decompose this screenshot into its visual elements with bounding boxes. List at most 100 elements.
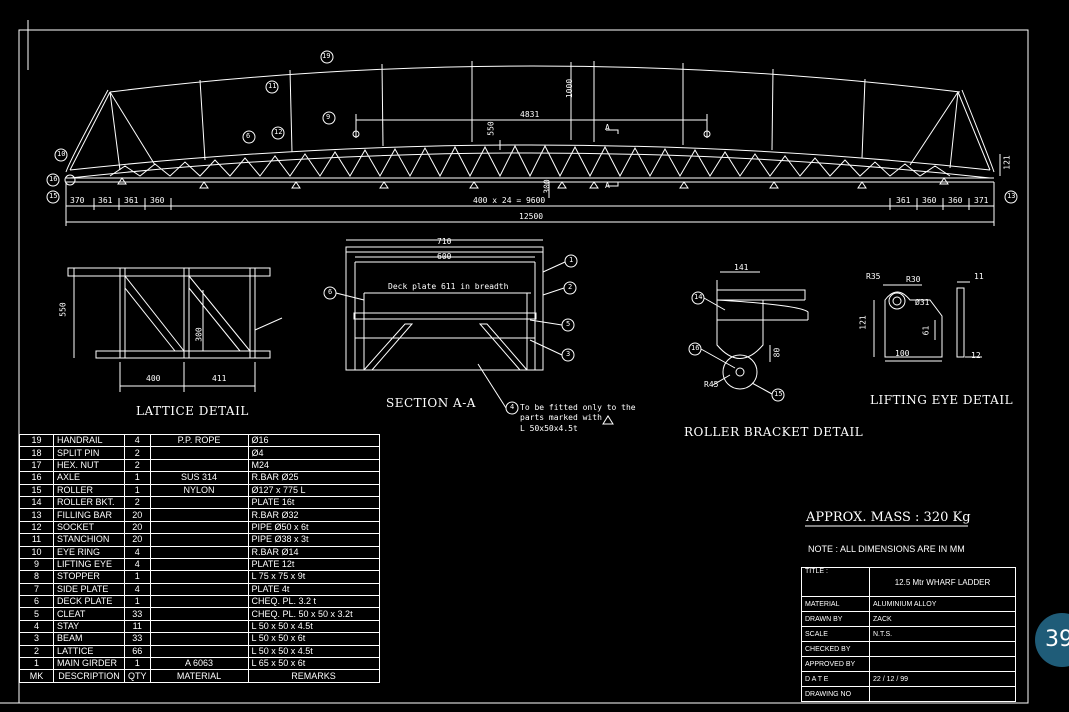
bom-cell: 11 bbox=[124, 619, 151, 634]
bom-cell: STANCHION bbox=[53, 533, 125, 547]
bom-cell: CLEAT bbox=[53, 607, 125, 621]
dim-361: 361 bbox=[896, 196, 911, 205]
bom-header-cell: QTY bbox=[124, 669, 151, 683]
bom-cell: PIPE Ø38 x 3t bbox=[247, 533, 380, 547]
bom-cell bbox=[149, 595, 249, 609]
bom-cell: AXLE bbox=[53, 471, 125, 485]
bom-cell: 20 bbox=[124, 508, 151, 522]
bom-header-cell: DESCRIPTION bbox=[53, 669, 125, 683]
balloon-14: 14 bbox=[694, 293, 703, 301]
title-block-value bbox=[869, 686, 1016, 702]
bom-cell bbox=[149, 533, 249, 547]
bom-cell bbox=[149, 458, 249, 473]
lattice-dim-411: 411 bbox=[212, 374, 227, 383]
lattice-title: LATTICE DETAIL bbox=[136, 404, 249, 418]
fit-note-3: L 50x50x4.5t bbox=[520, 424, 578, 433]
bom-cell: ROLLER bbox=[53, 483, 125, 497]
bom-cell: L 50 x 50 x 4.5t bbox=[247, 619, 380, 634]
lattice-detail bbox=[67, 267, 283, 392]
lift-12: 12 bbox=[971, 351, 981, 360]
title-label: TITLE : bbox=[801, 567, 870, 597]
bom-cell: 4 bbox=[124, 433, 151, 448]
title-block-label: DRAWING NO bbox=[801, 686, 870, 702]
bom-cell: 1 bbox=[19, 657, 54, 671]
title-block-label: D A T E bbox=[801, 671, 870, 687]
bom-cell: 33 bbox=[124, 632, 151, 646]
section-title: SECTION A-A bbox=[386, 396, 476, 410]
dim-4831: 4831 bbox=[520, 110, 540, 119]
bom-cell: FILLING BAR bbox=[53, 508, 125, 522]
title-block-value bbox=[869, 641, 1016, 657]
bom-cell: STOPPER bbox=[53, 570, 125, 584]
fit-note-1: To be fitted only to the bbox=[520, 403, 636, 412]
bom-cell: BEAM bbox=[53, 632, 125, 646]
lift-100: 100 bbox=[895, 349, 910, 358]
bom-cell: LATTICE bbox=[53, 644, 125, 659]
elevation-balloons bbox=[46, 50, 1018, 204]
balloon-13: 13 bbox=[1007, 192, 1016, 200]
bom-cell: SPLIT PIN bbox=[53, 446, 125, 460]
bom-cell: PLATE 4t bbox=[247, 582, 380, 597]
section-dim-600: 600 bbox=[437, 252, 452, 261]
bom-cell: Ø127 x 775 L bbox=[247, 483, 380, 497]
balloon-10: 10 bbox=[57, 150, 66, 158]
deck-note: Deck plate 611 in breadth bbox=[388, 282, 509, 291]
section-mark-bottom: A bbox=[605, 181, 610, 190]
bom-cell: MAIN GIRDER bbox=[53, 657, 125, 671]
roller-dim-80: 80 bbox=[772, 347, 782, 358]
balloon-9: 9 bbox=[326, 113, 331, 121]
bom-cell bbox=[149, 570, 249, 584]
approx-mass: APPROX. MASS : 320 Kg bbox=[806, 510, 971, 525]
bom-cell: 66 bbox=[124, 644, 151, 659]
balloon-2: 2 bbox=[568, 283, 573, 291]
drawing-border bbox=[18, 29, 1029, 704]
balloon-16: 16 bbox=[49, 175, 58, 183]
bom-cell: 18 bbox=[19, 446, 54, 460]
bom-cell: HANDRAIL bbox=[53, 433, 125, 448]
title-block-value bbox=[869, 656, 1016, 672]
bom-cell: A 6063 bbox=[149, 657, 249, 671]
ladder-elevation bbox=[64, 61, 1001, 226]
bom-cell: HEX. NUT bbox=[53, 458, 125, 473]
lift-r30: R30 bbox=[906, 275, 921, 284]
title-block-value: ALUMINIUM ALLOY bbox=[869, 596, 1016, 612]
bom-cell: 5 bbox=[19, 607, 54, 621]
roller-title: ROLLER BRACKET DETAIL bbox=[684, 425, 864, 439]
title-block-label: APPROVED BY bbox=[801, 656, 870, 672]
bom-cell: 2 bbox=[124, 458, 151, 473]
dimension-note: NOTE : ALL DIMENSIONS ARE IN MM bbox=[808, 544, 965, 554]
balloon-5: 5 bbox=[566, 320, 571, 328]
bom-cell: DECK PLATE bbox=[53, 595, 125, 609]
bom-cell: 4 bbox=[124, 582, 151, 597]
bom-cell bbox=[149, 582, 249, 597]
fit-note-2: parts marked with bbox=[520, 413, 602, 422]
bom-cell bbox=[149, 632, 249, 646]
title-block-label: SCALE bbox=[801, 626, 870, 642]
bom-cell: EYE RING bbox=[53, 545, 125, 559]
lift-d31: Ø31 bbox=[915, 298, 930, 307]
bom-cell bbox=[149, 619, 249, 634]
bom-cell: 1 bbox=[124, 570, 151, 584]
dim-550: 550 bbox=[486, 121, 496, 136]
bom-cell: L 50 x 50 x 6t bbox=[247, 632, 380, 646]
bom-cell: LIFTING EYE bbox=[53, 557, 125, 572]
lattice-dim-400: 400 bbox=[146, 374, 161, 383]
bom-cell: 2 bbox=[124, 495, 151, 510]
bom-cell: 1 bbox=[124, 483, 151, 497]
title-block-label: CHECKED BY bbox=[801, 641, 870, 657]
balloon-15: 15 bbox=[49, 192, 58, 200]
section-a-a bbox=[323, 239, 614, 425]
balloon-16: 16 bbox=[691, 344, 700, 352]
bom-cell: 4 bbox=[124, 557, 151, 572]
